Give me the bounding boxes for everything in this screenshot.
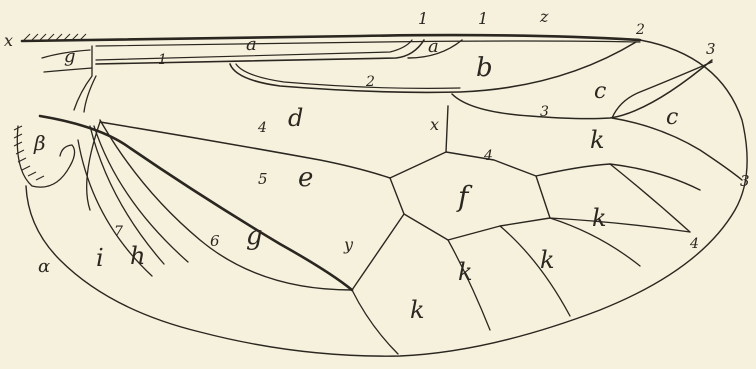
label-beta: β [33, 131, 46, 155]
label-cell-a1: a [246, 34, 257, 55]
label-g-costal: g [64, 46, 76, 67]
vein-5 [40, 116, 352, 290]
label-cell-k5: k [410, 296, 425, 324]
label-cell-b: b [476, 53, 493, 83]
vein-5-arc [87, 122, 100, 210]
label-vein-6: 6 [210, 232, 220, 250]
vein-4 [100, 122, 390, 178]
vein-k-lower-2 [500, 226, 570, 316]
label-vein-1c: 1 [158, 52, 167, 68]
vein-4-outer [536, 164, 700, 190]
labels: x g 1 1 1 z 2 2 3 3 3 4 4 4 5 6 7 a a b … [4, 7, 750, 324]
label-cell-h: h [130, 242, 145, 270]
label-vein-1a: 1 [418, 9, 428, 28]
label-cell-f: f [456, 180, 473, 213]
vein-3-cross [612, 62, 712, 118]
label-cell-a2: a [428, 36, 439, 57]
label-z-top: z [539, 7, 549, 26]
label-cell-k1: k [590, 126, 605, 154]
label-vein-2b: 2 [365, 74, 375, 90]
label-cell-k2: k [592, 204, 607, 232]
label-cell-x: x [430, 115, 439, 134]
label-vein-3c: 3 [740, 172, 750, 190]
basal-stem [74, 46, 96, 112]
label-cell-d: d [288, 104, 303, 132]
label-cell-e: e [298, 163, 313, 193]
label-vein-4b: 4 [483, 148, 493, 164]
label-cell-y: y [343, 235, 354, 254]
label-cell-c1: c [594, 79, 606, 104]
vein-k-top [610, 164, 690, 232]
label-vein-3a: 3 [706, 40, 716, 58]
cross-vein-y [352, 214, 404, 290]
label-vein-7: 7 [114, 224, 123, 240]
cross-vein-x [446, 106, 448, 152]
label-x-left: x [4, 31, 13, 50]
label-cell-i: i [96, 244, 104, 272]
label-vein-2a: 2 [635, 22, 645, 38]
label-vein-3b: 3 [540, 104, 549, 120]
label-cell-k3: k [540, 246, 555, 274]
costal-vein [22, 35, 640, 41]
label-alpha: α [38, 256, 50, 277]
label-vein-4c: 4 [689, 236, 699, 252]
label-vein-1b: 1 [478, 9, 488, 28]
label-cell-c2: c [666, 105, 678, 130]
label-cell-g: g [246, 221, 263, 251]
label-vein-4a: 4 [257, 120, 267, 136]
beta-lobe [17, 126, 74, 187]
discoidal-cell-f [390, 152, 550, 240]
label-cell-k4: k [458, 258, 473, 286]
costal-vein-inner [96, 41, 640, 46]
label-vein-5: 5 [258, 170, 268, 188]
vein-g-lower [352, 290, 398, 354]
